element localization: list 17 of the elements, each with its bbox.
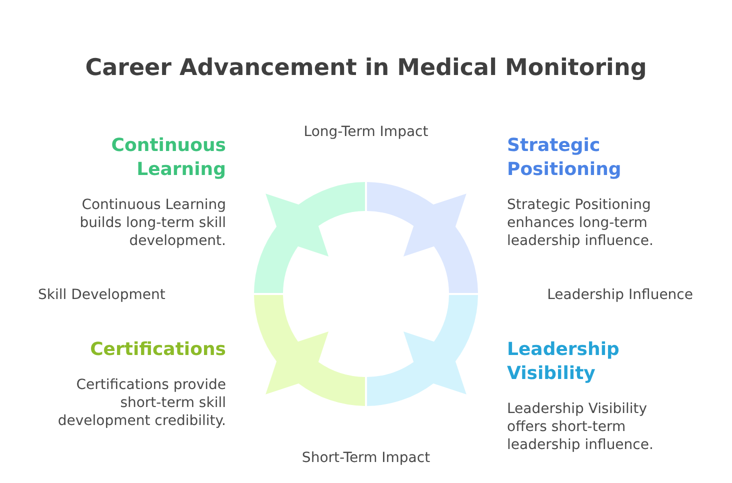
section-heading: Certifications: [90, 338, 226, 362]
axis-label: Short-Term Impact: [302, 449, 430, 467]
axis-label: Leadership Influence: [547, 286, 693, 304]
description-text: Leadership Visibility offers short-term leadership influence.: [507, 400, 654, 454]
description-text: Strategic Positioning enhances long-term leadership influence.: [507, 196, 654, 250]
section-heading: Leadership Visibility: [507, 338, 620, 386]
ring-quadrant: [367, 182, 478, 293]
ring-quadrant: [254, 182, 365, 293]
axis-label: Long-Term Impact: [304, 123, 428, 141]
ring-quadrant: [367, 295, 478, 406]
description-text: Certifications provide short-term skill development credibility.: [56, 376, 226, 430]
ring-quadrant: [254, 295, 365, 406]
section-heading: Strategic Positioning: [507, 134, 622, 182]
axis-label: Skill Development: [38, 286, 166, 304]
description-text: Continuous Learning builds long-term skill development.: [78, 196, 226, 250]
section-heading: Continuous Learning: [110, 134, 226, 182]
title: Career Advancement in Medical Monitoring: [85, 54, 647, 83]
